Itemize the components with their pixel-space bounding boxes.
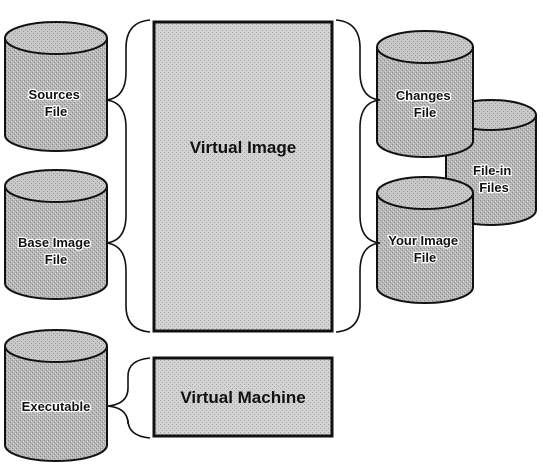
changes-file-label: Changes File (396, 88, 455, 120)
virtual-machine-box: Virtual Machine (152, 356, 334, 438)
executable-label: Executable (22, 399, 91, 414)
base-image-file-cylinder: Base Image File (4, 169, 108, 300)
virtual-image-right-brace (335, 19, 381, 333)
file-in-files-label: File-in Files (473, 163, 515, 195)
sources-file-cylinder: Sources File (4, 21, 108, 152)
virtual-machine-left-brace (107, 357, 151, 439)
virtual-image-box: Virtual Image (152, 20, 334, 333)
your-image-file-label: Your Image File (388, 233, 461, 265)
your-image-file-cylinder: Your Image File (376, 176, 474, 304)
virtual-image-left-brace (105, 19, 151, 333)
changes-file-cylinder: Changes File (376, 30, 474, 158)
virtual-machine-label: Virtual Machine (180, 388, 305, 407)
base-image-file-label: Base Image File (18, 235, 94, 267)
sources-file-label: Sources File (29, 87, 84, 119)
virtual-image-label: Virtual Image (190, 138, 296, 157)
executable-cylinder: Executable (4, 329, 108, 462)
